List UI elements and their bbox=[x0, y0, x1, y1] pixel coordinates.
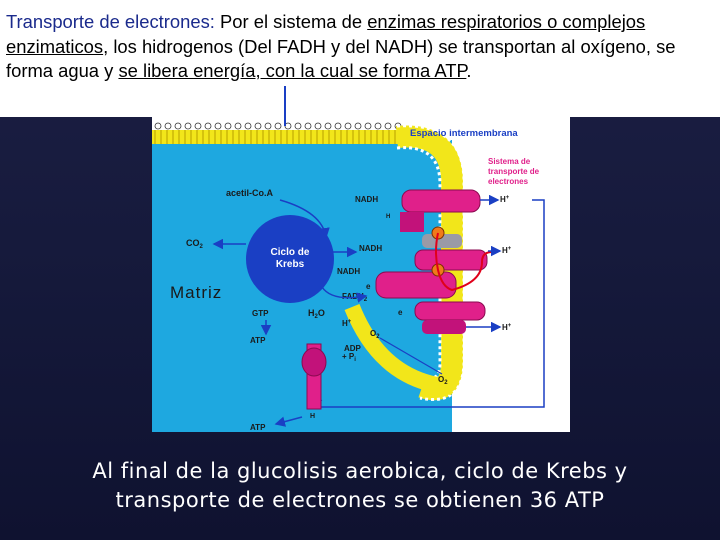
matrix-label: Matriz bbox=[170, 283, 222, 302]
krebs-label-1: Ciclo de bbox=[271, 247, 310, 258]
caption-line-1: Al final de la glucolisis aerobica, cicl… bbox=[92, 459, 628, 483]
h2o-label: H2O bbox=[308, 308, 325, 320]
complex-iii bbox=[414, 249, 488, 271]
h-plus-3: H+ bbox=[502, 323, 512, 332]
intro-underlined-1: enzimas respiratorios o complejos enzima… bbox=[6, 11, 646, 57]
h-plus-4: H+ bbox=[342, 319, 352, 328]
acetyl-coa-label: acetil-Co.A bbox=[226, 188, 274, 198]
inner-membrane-edge-out bbox=[396, 124, 466, 401]
complex-iv bbox=[414, 301, 486, 321]
h-plus-1: H+ bbox=[500, 195, 510, 204]
complex-i-stem bbox=[400, 212, 424, 232]
caption: Al final de la glucolisis aerobica, cicl… bbox=[0, 457, 720, 515]
intro-paragraph: Transporte de electrones: Por el sistema… bbox=[0, 0, 720, 117]
adp-label: ADP bbox=[344, 344, 362, 353]
o2-label-1: O2 bbox=[370, 329, 380, 340]
complex-i bbox=[401, 189, 481, 213]
nadh-label-3: NADH bbox=[337, 267, 360, 276]
electron-path bbox=[435, 232, 493, 292]
top-membrane bbox=[152, 130, 407, 144]
top-membrane-heads bbox=[154, 122, 402, 130]
atp-label-1: ATP bbox=[250, 336, 266, 345]
o2-arrow bbox=[379, 337, 443, 375]
intro-text-2: , los hidrogenos (Del FADH y del NADH) s… bbox=[6, 35, 676, 82]
nadh-label-1: NADH bbox=[355, 195, 378, 204]
ubiquinone bbox=[422, 234, 462, 248]
krebs-cycle-circle bbox=[246, 215, 334, 303]
electron-transport-diagram: Espacio intermembrana Sistema de transpo… bbox=[152, 112, 570, 432]
electron-label-1: e bbox=[366, 282, 371, 291]
h-small-label: H bbox=[386, 214, 390, 220]
intro-text-3: . bbox=[466, 60, 472, 81]
synthase-atp-arrow bbox=[274, 416, 303, 427]
caption-line-2: transporte de electrones se obtienen 36 … bbox=[115, 488, 605, 512]
pointer-line bbox=[284, 86, 286, 126]
krebs-label-2: Krebs bbox=[276, 259, 305, 270]
space-label: Espacio intermembrana bbox=[410, 128, 518, 139]
intro-term: Transporte de electrones: bbox=[6, 11, 215, 32]
system-label-3: electrones bbox=[488, 177, 529, 186]
system-label-2: transporte de bbox=[488, 167, 540, 176]
intro-underlined-2: se libera energía, con la cual se forma … bbox=[118, 60, 467, 81]
system-label-1: Sistema de bbox=[488, 157, 531, 166]
gtp-label: GTP bbox=[252, 309, 269, 318]
outer-membrane-curve bbox=[344, 303, 453, 395]
nadh-label-2: NADH bbox=[359, 244, 382, 253]
co2-label: CO2 bbox=[186, 238, 204, 250]
intro-text-1: Por el sistema de bbox=[214, 11, 368, 32]
atp-synthase-head bbox=[301, 347, 327, 377]
pi-label: + Pi bbox=[342, 352, 356, 363]
atp-label-2: ATP bbox=[250, 423, 266, 432]
o2-label-2: O2 bbox=[438, 375, 448, 386]
electron-label-2: e bbox=[398, 308, 403, 317]
h-plus-2: H+ bbox=[502, 246, 512, 255]
complex-iii-lower bbox=[375, 271, 457, 299]
acetyl-arrow bbox=[279, 199, 330, 239]
krebs-fadh-arrow bbox=[321, 286, 368, 303]
h-plus-synthase: H bbox=[310, 413, 315, 420]
complex-iv-lower bbox=[422, 320, 466, 334]
